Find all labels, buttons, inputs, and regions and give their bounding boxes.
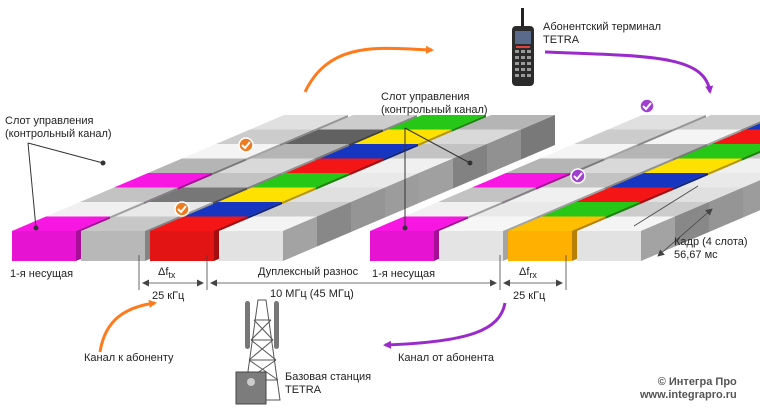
uplink-arrow-bottom <box>383 302 507 349</box>
right-control-slot-leaders <box>402 127 473 231</box>
frame-label: Кадр (4 слота) 56,67 мс <box>674 236 748 262</box>
slot-block <box>219 216 317 261</box>
delta-tx-label: Δftx <box>158 266 175 282</box>
right-carrier-label: 1-я несущая <box>372 268 436 280</box>
terminal-label-line1: Абонентский терминал <box>543 21 662 33</box>
delta-rx-value: 25 кГц <box>513 290 546 302</box>
downlink-arrow-top <box>303 45 434 93</box>
left-control-slot-leaders <box>27 142 106 231</box>
delta-rx-label: Δfrx <box>519 266 537 282</box>
downlink-label: Канал к абоненту <box>84 352 174 364</box>
right-control-slot-line2: (контрольный канал) <box>381 104 488 116</box>
left-control-slot-line1: Слот управления <box>5 115 94 127</box>
check-icon <box>570 168 586 184</box>
copyright-line2: www.integrapro.ru <box>640 389 737 401</box>
right-control-slot-line1: Слот управления <box>381 91 470 103</box>
delta-rx-symbol: Δf <box>519 266 530 278</box>
frame-label-line2: 56,67 мс <box>674 249 718 261</box>
downlink-arrow-bottom <box>98 299 157 353</box>
delta-tx-value: 25 кГц <box>152 290 185 302</box>
copyright: © Интегра Про www.integrapro.ru <box>640 376 737 402</box>
duplex-label-line2: 10 МГц (45 МГц) <box>270 288 354 300</box>
check-icon <box>238 137 254 153</box>
left-control-slot-line2: (контрольный канал) <box>5 128 112 140</box>
terminal-label: Абонентский терминал TETRA <box>543 21 661 47</box>
copyright-line1: © Интегра Про <box>657 376 737 388</box>
dimension-lines <box>138 185 713 290</box>
check-icon <box>639 98 655 114</box>
uplink-arrow-top <box>544 50 714 94</box>
uplink-label: Канал от абонента <box>398 352 494 364</box>
delta-tx-symbol: Δf <box>158 266 169 278</box>
frame-label-line1: Кадр (4 слота) <box>674 236 748 248</box>
left-slot-grid <box>12 115 555 261</box>
delta-tx-subscript: tx <box>168 270 176 281</box>
left-control-slot-label: Слот управления (контрольный канал) <box>5 115 112 141</box>
right-control-slot-label: Слот управления (контрольный канал) <box>381 91 488 117</box>
delta-rx-subscript: rx <box>529 270 537 281</box>
duplex-label-line1: Дуплексный разнос <box>258 266 359 278</box>
subscriber-terminal-icon <box>512 8 534 86</box>
terminal-label-line2: TETRA <box>543 34 580 46</box>
left-carrier-label: 1-я несущая <box>10 268 74 280</box>
base-station-label: Базовая станция TETRA <box>285 371 371 397</box>
base-station-icon <box>235 299 281 405</box>
base-station-line1: Базовая станция <box>285 371 372 383</box>
base-station-line2: TETRA <box>285 384 322 396</box>
check-icon <box>174 201 190 217</box>
